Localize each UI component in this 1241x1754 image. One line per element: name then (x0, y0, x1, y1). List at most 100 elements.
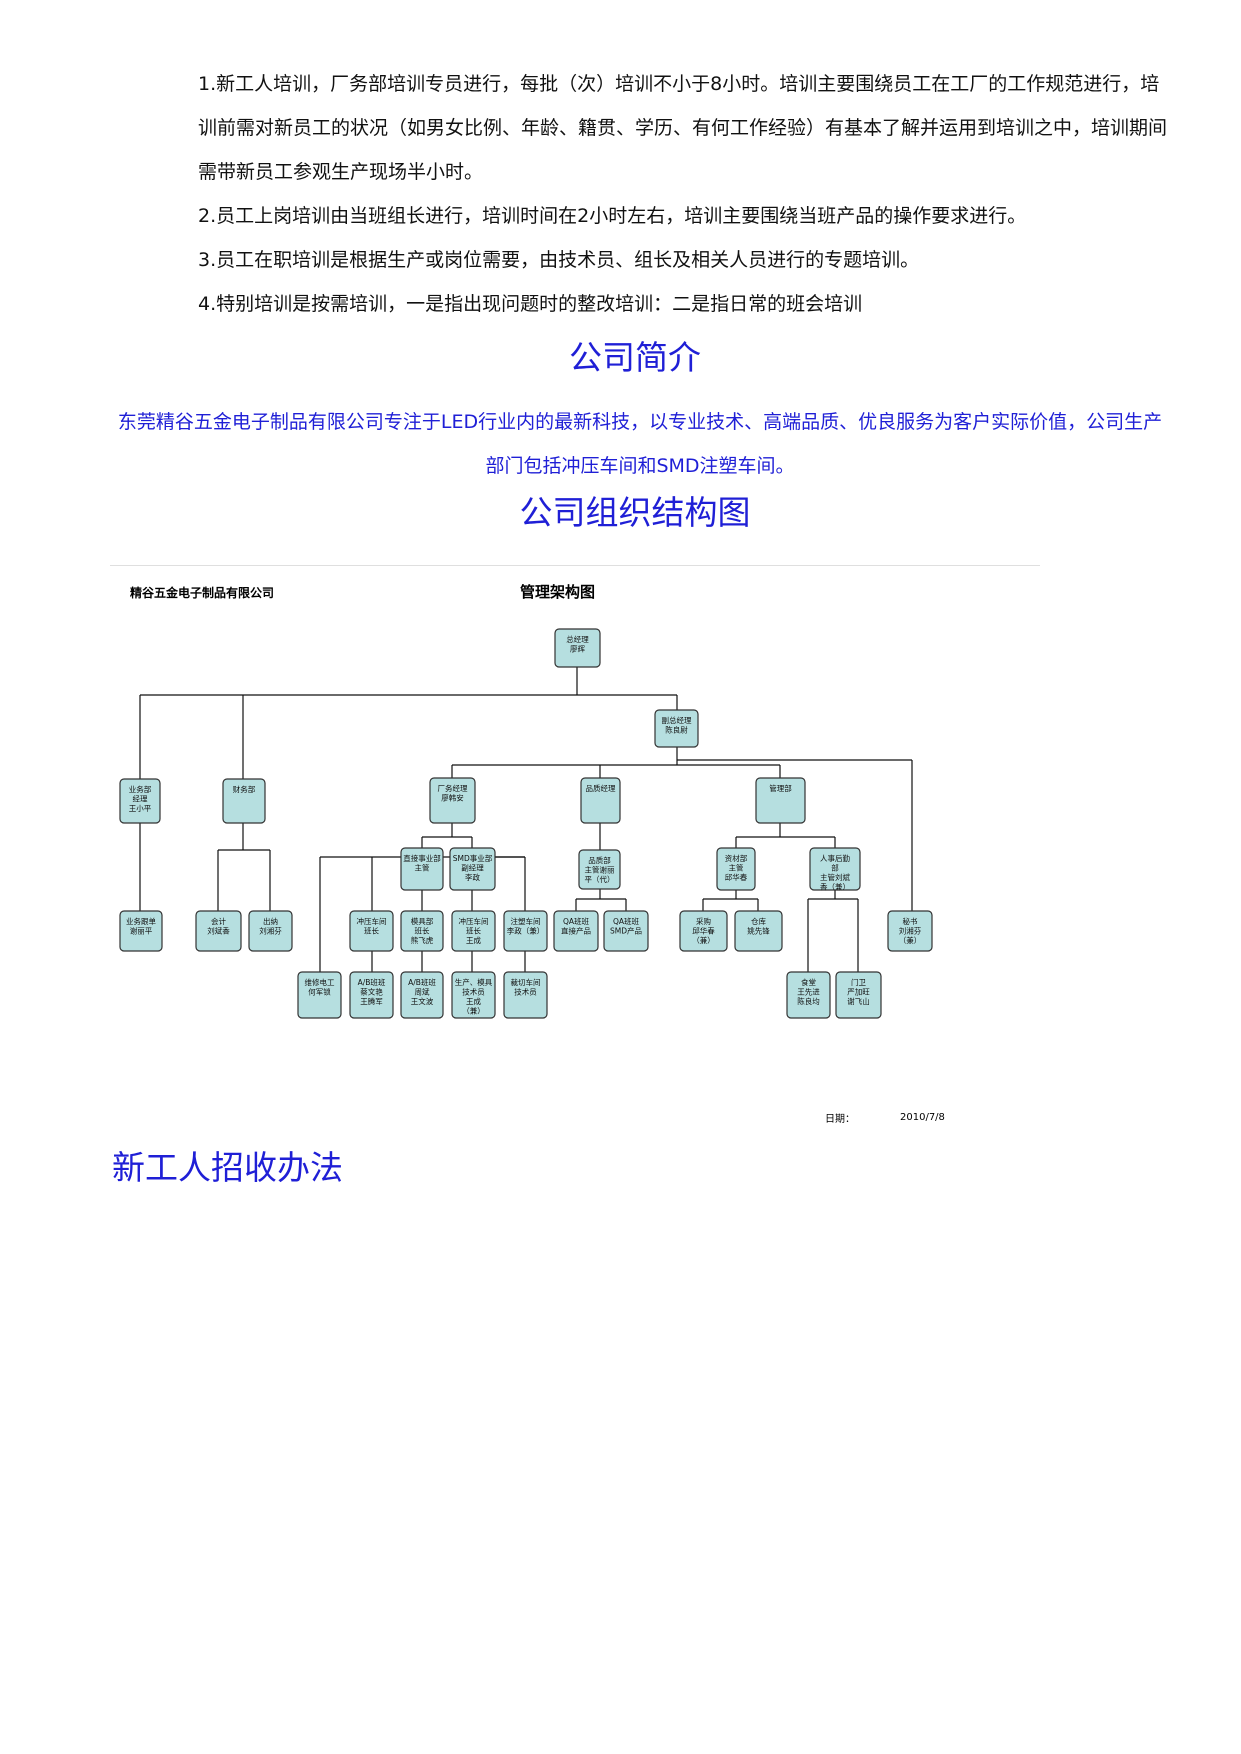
org-node-quality: 品质经理 (580, 777, 621, 824)
org-node-label: （兼） (462, 1006, 485, 1016)
org-node-label: SMD事业部 (453, 853, 493, 863)
org-node-label: 谢飞山 (847, 996, 870, 1006)
org-node-label: 裁切车间 (511, 977, 541, 987)
org-node-box (195, 910, 242, 952)
org-node-label: 周斌 (415, 987, 430, 997)
org-node-label: 姚先锋 (747, 926, 770, 936)
org-node-box (809, 847, 861, 891)
org-node-label: SMD产品 (610, 926, 642, 936)
org-node-label: 技术员 (514, 987, 537, 997)
org-node-label: 李政 (465, 872, 480, 882)
org-node-label: 香（兼） (820, 882, 850, 892)
org-node-box (654, 709, 699, 748)
org-node-label: 王成 (466, 996, 481, 1006)
org-node-box (449, 847, 496, 891)
org-node-box (248, 910, 293, 952)
org-node-label: 李政（兼） (507, 926, 545, 936)
org-node-label: 主管刘斌 (820, 872, 850, 882)
org-node-label: 冲压车间 (459, 916, 489, 926)
org-node-box (451, 910, 496, 952)
company-intro-heading: 公司简介 (569, 338, 701, 377)
org-node-box (349, 971, 394, 1019)
org-node-label: 直接产品 (561, 926, 591, 936)
org-node-label: 品质部 (588, 855, 611, 865)
org-node-label: 王文波 (411, 996, 434, 1006)
org-node-label: 采购 (696, 916, 711, 926)
org-node-box (786, 971, 831, 1019)
org-node-box (451, 971, 496, 1019)
org-node-label: 刘湘芬 (259, 926, 282, 936)
org-node-label: 资材部 (725, 853, 748, 863)
org-node-label: 仓库 (751, 916, 766, 926)
org-node-label: 廖辉 (570, 644, 585, 654)
org-node-label: 模具部 (411, 916, 434, 926)
training-item-1: 1.新工人培训，厂务部培训专员进行，每批（次）培训不小于8小时。培训主要围绕员工… (198, 73, 1168, 183)
org-chart-heading: 公司组织结构图 (519, 493, 751, 532)
org-node-label: 刘湘芬 (899, 926, 922, 936)
org-node-label: 廖韩安 (441, 793, 464, 803)
org-node-label: 熊飞虎 (411, 935, 434, 945)
org-node-box (716, 847, 756, 891)
org-node-box (119, 778, 161, 824)
org-node-box (119, 910, 163, 952)
training-item-2: 2.员工上岗培训由当班组长进行，培训时间在2小时左右，培训主要围绕当班产品的操作… (198, 205, 1027, 227)
org-node-label: 厂务经理 (438, 783, 468, 793)
org-node-box (553, 910, 599, 952)
org-node-label: 班长 (466, 926, 481, 936)
org-node-box (349, 910, 394, 952)
org-node-box (755, 777, 806, 824)
org-node-box (503, 910, 548, 952)
org-node-label: 技术员 (462, 987, 485, 997)
org-node-label: 邱华春 (725, 872, 748, 882)
org-node-label: 严加旺 (847, 987, 870, 997)
org-node-label: 副经理 (461, 863, 484, 873)
date-label: 日期： (825, 1113, 855, 1125)
org-node-box (578, 849, 621, 890)
org-node-label: 业务跟单 (126, 916, 156, 926)
org-boxes: 总经理廖辉副总经理陈良尉业务部经理王小平财务部厂务经理廖韩安品质经理管理部业务跟… (119, 628, 933, 1019)
org-node-label: QA班班 (613, 916, 640, 926)
org-node-box (400, 971, 444, 1019)
org-node-label: 王成 (466, 935, 481, 945)
org-node-finance: 财务部 (222, 778, 266, 824)
connector-lines (139, 667, 913, 972)
org-node-admin: 管理部 (755, 777, 806, 824)
org-node-label: 主管 (415, 863, 430, 873)
org-node-label: 王腾军 (360, 996, 383, 1006)
org-node-label: 经理 (133, 794, 148, 804)
org-node-label: 出纳 (263, 916, 278, 926)
org-node-label: 财务部 (233, 784, 256, 794)
org-node-label: 部 (831, 863, 839, 873)
org-node-box (603, 910, 649, 952)
date-value: 2010/7/8 (900, 1112, 945, 1123)
org-node-box (679, 910, 728, 952)
org-node-label: （兼） (899, 935, 922, 945)
org-node-label: （兼） (692, 935, 715, 945)
org-node-label: 生产、模具 (455, 977, 493, 987)
org-node-box (297, 971, 342, 1019)
org-node-box (835, 971, 882, 1019)
org-node-label: 副总经理 (662, 715, 692, 725)
org-node-label: 业务部 (129, 784, 152, 794)
org-node-box (554, 628, 601, 668)
org-node-label: 秘书 (903, 916, 918, 926)
org-node-label: A/B班班 (408, 977, 436, 987)
org-node-label: 会计 (211, 916, 226, 926)
org-node-box (887, 910, 933, 952)
org-node-label: 蔡文艳 (360, 987, 383, 997)
org-node-label: 陈良均 (797, 996, 820, 1006)
